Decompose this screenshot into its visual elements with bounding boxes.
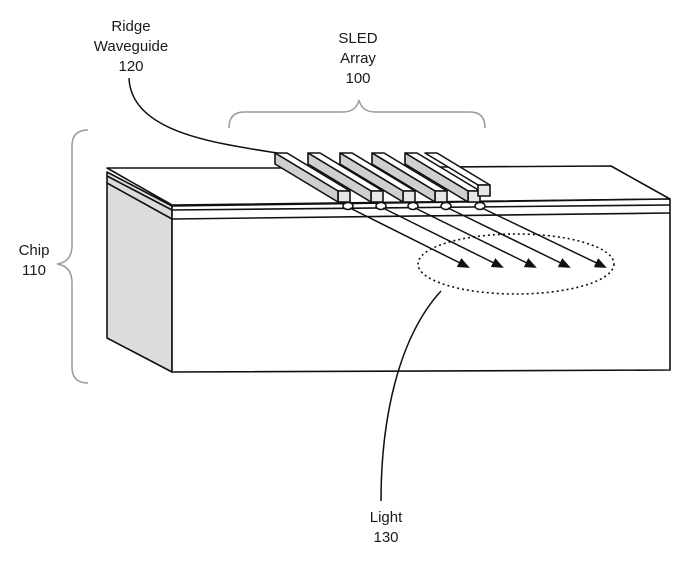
ridge-waveguide-number: 120 [118, 58, 143, 75]
sled-array-label-line1: SLED [338, 30, 377, 47]
light-number: 130 [373, 529, 398, 546]
sled-array-bracket [229, 100, 485, 128]
sled-array-number: 100 [345, 70, 370, 87]
chip-bracket [57, 130, 88, 383]
ridge-waveguide-leader [129, 78, 277, 153]
ridge-waveguide-label-line2: Waveguide [94, 38, 169, 55]
ridge-waveguide-label-line1: Ridge [111, 18, 150, 35]
chip-body [107, 166, 670, 372]
chip-side-face [107, 172, 172, 372]
light-label: Light [370, 509, 403, 526]
chip-front-face [172, 199, 670, 372]
chip-number: 110 [22, 262, 46, 279]
chip-label: Chip [19, 242, 50, 259]
sled-array-label-line2: Array [340, 50, 376, 67]
